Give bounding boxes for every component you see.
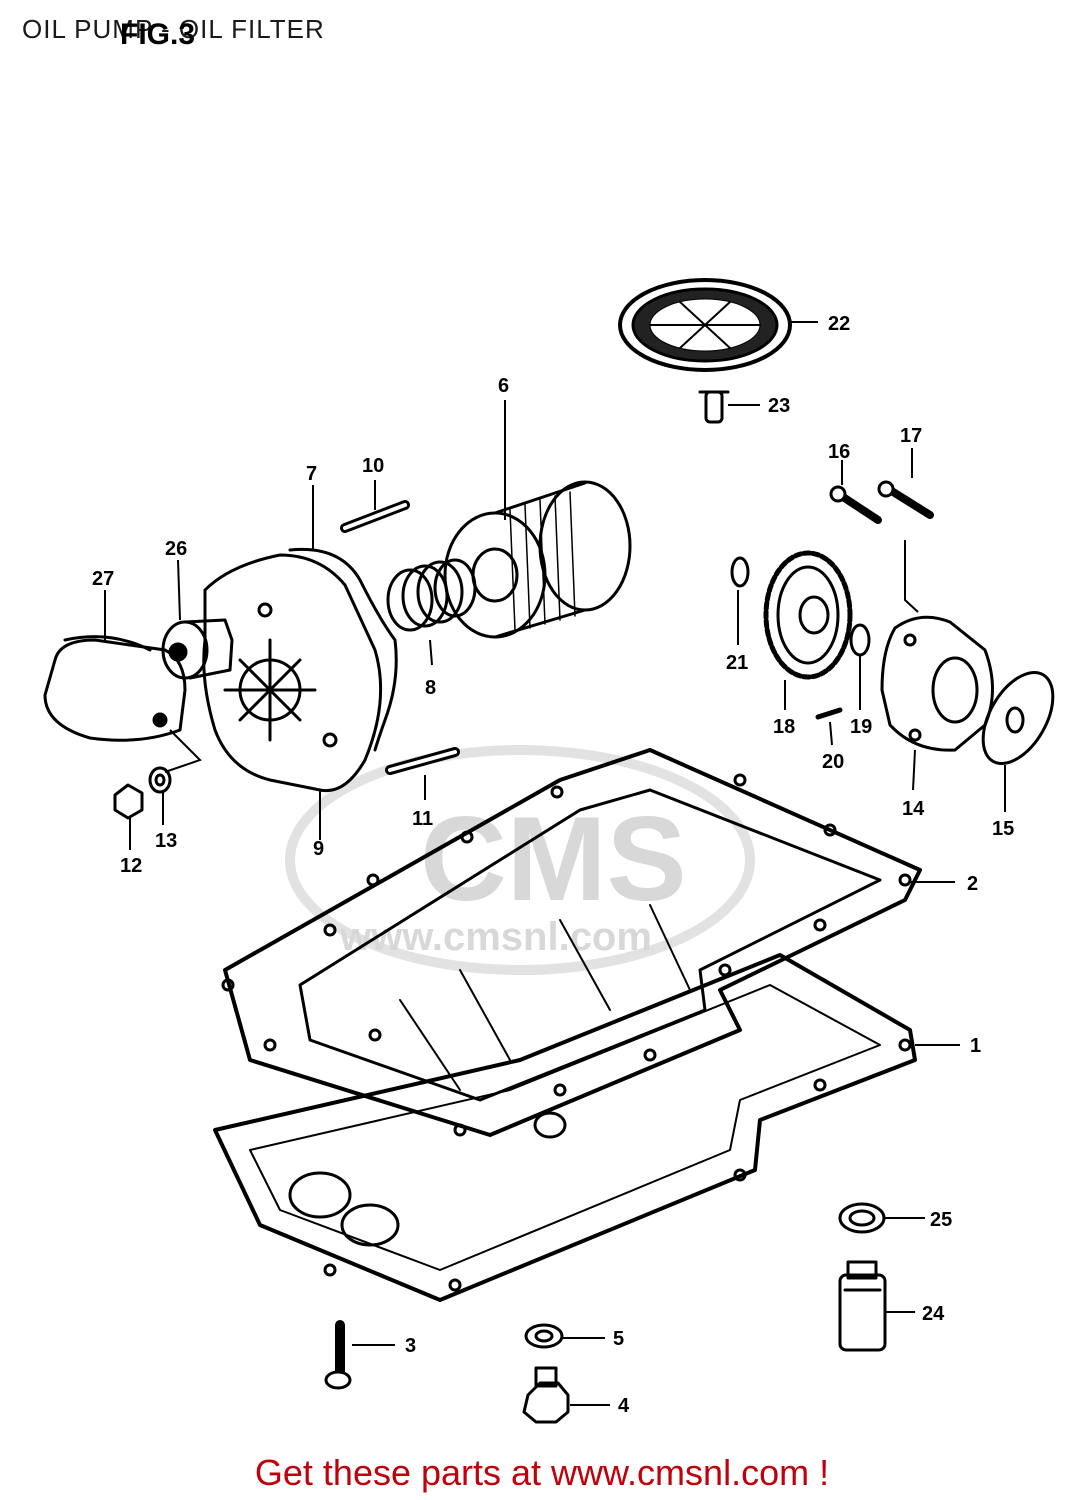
part-23-screw[interactable] (698, 390, 730, 424)
callout-1: 1 (970, 1035, 981, 1057)
callout-17: 17 (900, 425, 922, 447)
callout-6: 6 (498, 375, 509, 397)
callout-22: 22 (828, 313, 850, 335)
callout-18: 18 (773, 716, 795, 738)
callout-11: 11 (412, 808, 433, 830)
page-title: OIL PUMP - OIL FILTER (22, 14, 325, 44)
callout-15: 15 (992, 818, 1014, 840)
callout-14: 14 (902, 798, 925, 820)
part-12-nut[interactable] (113, 783, 144, 820)
callout-23: 23 (768, 395, 790, 417)
part-22-strainer[interactable] (618, 278, 792, 372)
figure-number: FIG.3 (120, 18, 196, 51)
part-20-pin[interactable] (815, 707, 843, 720)
callout-13: 13 (155, 830, 177, 852)
callout-27: 27 (92, 568, 114, 590)
callout-2: 2 (967, 873, 978, 895)
part-1-oil-pan[interactable] (213, 904, 917, 1302)
callout-24: 24 (922, 1303, 945, 1325)
part-27-cap[interactable] (43, 635, 187, 742)
part-14-oil-pump[interactable] (880, 615, 994, 752)
callout-21: 21 (726, 652, 748, 674)
part-10-stud[interactable] (340, 500, 410, 533)
part-6-oil-filter[interactable] (443, 480, 632, 639)
callout-26: 26 (165, 538, 187, 560)
part-13-washer[interactable] (148, 766, 172, 794)
part-25-washer[interactable] (838, 1202, 886, 1234)
part-18-sprocket[interactable] (763, 550, 853, 680)
watermark: CMS www.cmsnl.com (285, 745, 755, 975)
part-17-bolt[interactable] (877, 480, 934, 519)
callout-3: 3 (405, 1335, 416, 1357)
part-3-bolt[interactable] (324, 1320, 352, 1390)
part-24-level-switch[interactable] (838, 1260, 887, 1352)
part-2-oil-pan-gasket[interactable] (221, 748, 922, 1137)
part-26-pressure-switch[interactable] (161, 618, 234, 680)
callout-16: 16 (828, 441, 850, 463)
callout-8: 8 (425, 677, 436, 699)
callout-5: 5 (613, 1328, 624, 1350)
callout-10: 10 (362, 455, 384, 477)
callout-25: 25 (930, 1209, 952, 1231)
part-9-filter-cover[interactable] (202, 553, 383, 793)
part-16-bolt[interactable] (829, 485, 882, 524)
part-11-stud[interactable] (385, 747, 460, 775)
part-4-drain-plug[interactable] (522, 1366, 570, 1424)
part-5-washer[interactable] (524, 1323, 564, 1349)
callout-9: 9 (313, 838, 324, 860)
callout-4: 4 (618, 1395, 630, 1417)
callout-20: 20 (822, 751, 844, 773)
part-21-ring[interactable] (730, 556, 750, 588)
part-15-gasket[interactable] (969, 661, 1067, 776)
watermark-logo: CMS (420, 792, 687, 926)
watermark-url: www.cmsnl.com (339, 915, 652, 959)
leader-lines (104, 321, 1006, 1406)
part-19-washer[interactable] (849, 623, 871, 657)
callout-7: 7 (306, 463, 317, 485)
callout-19: 19 (850, 716, 872, 738)
buy-parts-link[interactable]: Get these parts at www.cmsnl.com ! (254, 1452, 830, 1493)
callout-labels: 1 2 3 4 5 6 7 8 9 10 11 12 13 14 15 16 1… (92, 313, 1014, 1417)
callout-12: 12 (120, 855, 142, 877)
part-8-spring[interactable] (386, 558, 477, 632)
part-7-o-ring[interactable] (288, 547, 398, 752)
